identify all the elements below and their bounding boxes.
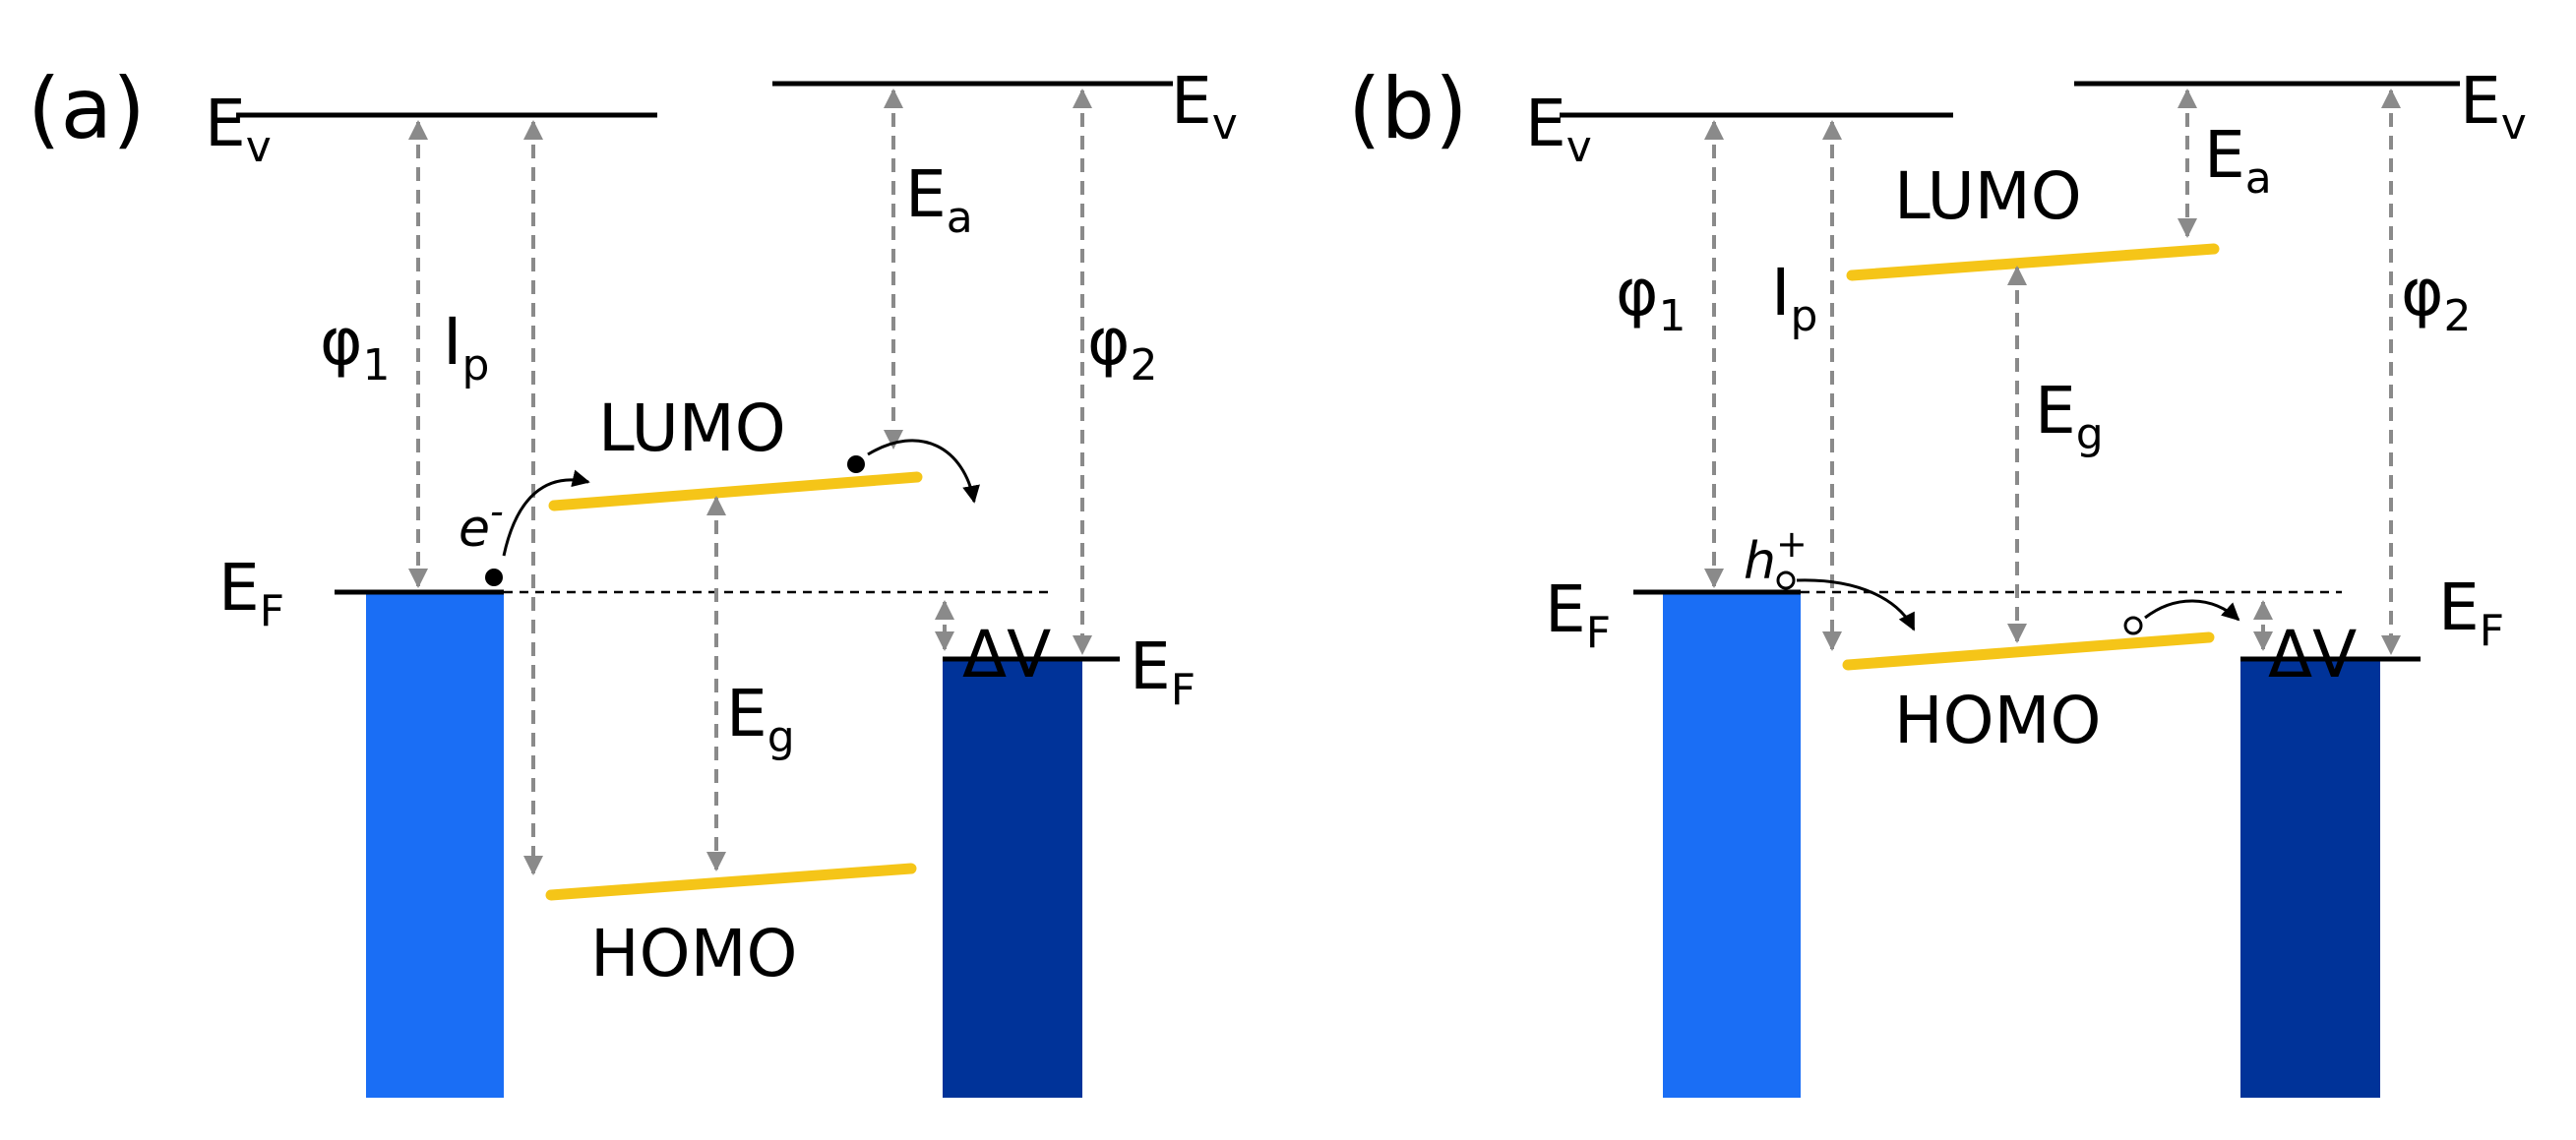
right-electrode — [943, 659, 1082, 1098]
panel-label: (a) — [28, 60, 146, 158]
fermi-left-label: EF — [218, 550, 284, 636]
phi2-label: φ2 — [2401, 255, 2472, 341]
lumo-level — [548, 471, 923, 511]
ea-label: Ea — [905, 156, 973, 243]
panel-a: (a) Ev Ev EF EF LUMO HOMO φ1 Ip Ea φ2 Eg… — [28, 60, 1238, 1098]
electron-dot-electrode — [485, 569, 503, 586]
homo-level — [545, 863, 917, 901]
electron-dot-lumo — [847, 455, 865, 473]
hole-dot-electrode — [1776, 570, 1796, 590]
hole-label: h+ — [1744, 522, 1808, 591]
homo-label: HOMO — [590, 916, 797, 991]
electron-label: e- — [459, 490, 504, 559]
lumo-label: LUMO — [598, 390, 786, 466]
left-electrode — [366, 592, 504, 1098]
electron-extraction-arrow — [867, 439, 980, 504]
vacuum-left-label: Ev — [205, 86, 272, 172]
homo-label: HOMO — [1894, 683, 2101, 758]
phi1-label: φ1 — [320, 304, 391, 390]
left-electrode — [1663, 592, 1801, 1098]
electron-injection-arrow — [502, 469, 590, 557]
eg-label: Eg — [726, 676, 795, 762]
delta-v-label: ΔV — [2268, 617, 2357, 692]
fermi-right-label: EF — [1130, 629, 1196, 715]
vacuum-right-label: Ev — [2460, 63, 2527, 150]
hole-dot-homo — [2123, 616, 2143, 635]
delta-v-label: ΔV — [962, 617, 1051, 692]
hole-injection-arrow — [1796, 578, 1916, 631]
ea-label: Ea — [2204, 117, 2272, 204]
vacuum-left-label: Ev — [1525, 86, 1592, 172]
lumo-level — [1846, 243, 2220, 281]
hole-extraction-arrow — [2144, 599, 2240, 622]
ip-label: Ip — [1771, 255, 1817, 341]
phi2-label: φ2 — [1087, 304, 1158, 390]
lumo-label: LUMO — [1894, 158, 2082, 234]
vacuum-right-label: Ev — [1171, 63, 1238, 150]
ip-label: Ip — [443, 304, 489, 390]
fermi-left-label: EF — [1545, 571, 1611, 658]
eg-label: Eg — [2035, 373, 2104, 459]
panel-label: (b) — [1348, 60, 1468, 158]
panel-b: (b) Ev Ev EF EF LUMO HOMO φ1 Ip Ea φ2 Eg… — [1348, 60, 2527, 1098]
homo-level — [1842, 631, 2215, 671]
right-electrode — [2240, 659, 2380, 1098]
phi1-label: φ1 — [1616, 255, 1687, 341]
fermi-right-label: EF — [2438, 570, 2504, 656]
